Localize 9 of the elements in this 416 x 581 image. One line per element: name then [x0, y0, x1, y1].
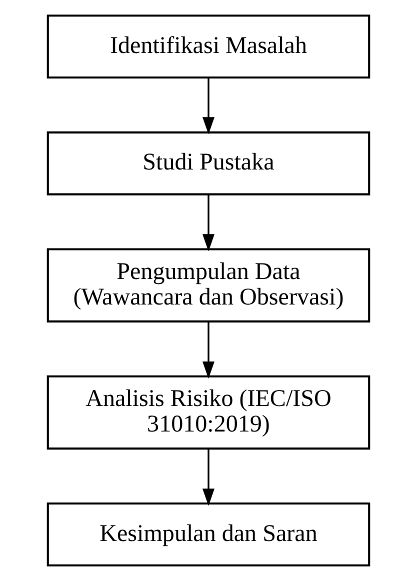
node-box: Kesimpulan dan Saran: [46, 502, 370, 566]
arrow: [202, 449, 214, 506]
node-box: Studi Pustaka: [46, 131, 370, 196]
arrow: [202, 194, 214, 252]
node-box: Pengumpulan Data (Wawancara dan Observasi): [46, 248, 370, 322]
node-box: Analisis Risiko (IEC/ISO 31010:2019): [46, 375, 370, 450]
node-box: Identifikasi Masalah: [46, 14, 370, 78]
arrow: [202, 78, 214, 134]
arrow: [202, 322, 214, 379]
